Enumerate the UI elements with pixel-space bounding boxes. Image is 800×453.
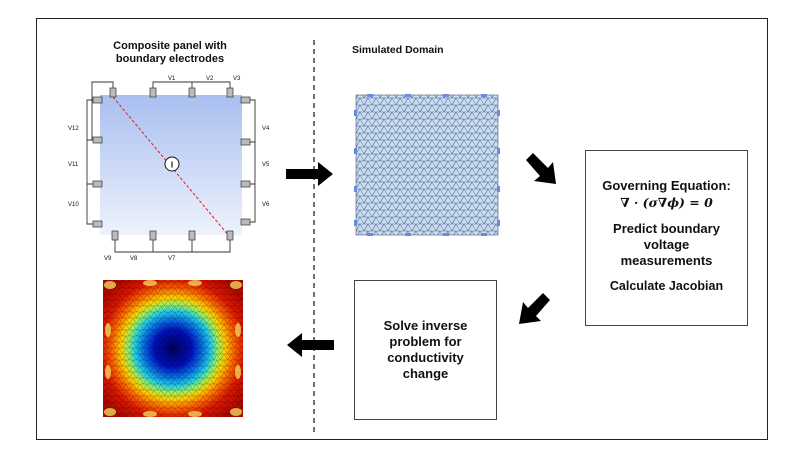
voltage-label: V8 [130, 256, 138, 262]
flow-arrows [286, 153, 556, 357]
electrode [240, 138, 251, 146]
voltage-label: V7 [168, 256, 176, 262]
electrode [240, 96, 251, 104]
voltage-label: V3 [233, 76, 241, 82]
voltage-label: V4 [262, 126, 270, 132]
figure-frame [36, 18, 768, 440]
reconstruction-heatmap [103, 280, 243, 417]
panel-title-simulated-domain: Simulated Domain [352, 44, 444, 56]
voltage-label: V6 [262, 202, 270, 208]
arrow-right-icon [286, 162, 333, 186]
electrode [240, 180, 251, 188]
electrode [188, 230, 196, 241]
electrode [92, 180, 103, 188]
electrode [240, 218, 251, 226]
governing-equation: ∇ · (σ∇ϕ) = 0 [620, 195, 713, 211]
electrode [149, 87, 157, 98]
electrode [188, 87, 196, 98]
current-source-label: I [171, 161, 173, 170]
electrode [111, 230, 119, 241]
electrode [226, 230, 234, 241]
electrode [226, 87, 234, 98]
panel-title-composite: Composite panel with boundary electrodes [113, 40, 227, 65]
composite-panel-group: I V1 V2 V3 V4 V5 V6 V7 V8 V9 V10 V11 V12 [68, 76, 270, 262]
electrode [109, 87, 117, 98]
arrow-down-right-icon [526, 153, 556, 184]
voltage-label: V12 [68, 126, 79, 132]
jacobian-text: Calculate Jacobian [609, 278, 724, 293]
voltage-labels: V1 V2 V3 V4 V5 V6 V7 V8 V9 V10 V11 V12 [68, 76, 270, 262]
electrode [92, 136, 103, 144]
current-source-icon [164, 156, 180, 172]
forward-model-box: Governing Equation: ∇ · (σ∇ϕ) = 0 Predic… [585, 150, 748, 326]
inverse-problem-text: Solve inverse problem for conductivity c… [383, 317, 468, 382]
simulated-mesh [354, 94, 500, 236]
voltage-label: V1 [168, 76, 176, 82]
voltage-label: V5 [262, 162, 270, 168]
arrow-left-icon [287, 333, 334, 357]
electrode [92, 220, 103, 228]
voltage-label: V11 [68, 162, 79, 168]
voltage-label: V2 [206, 76, 214, 82]
electrode [92, 96, 103, 104]
electrodes [92, 87, 251, 241]
arrow-down-left-icon [519, 293, 550, 324]
equation-heading: Governing Equation: [602, 178, 731, 193]
inverse-problem-box: Solve inverse problem for conductivity c… [354, 280, 497, 420]
electrode [149, 230, 157, 241]
voltage-label: V10 [68, 202, 79, 208]
predict-voltage-text: Predict boundary voltage measurements [613, 220, 720, 269]
voltage-label: V9 [104, 256, 112, 262]
